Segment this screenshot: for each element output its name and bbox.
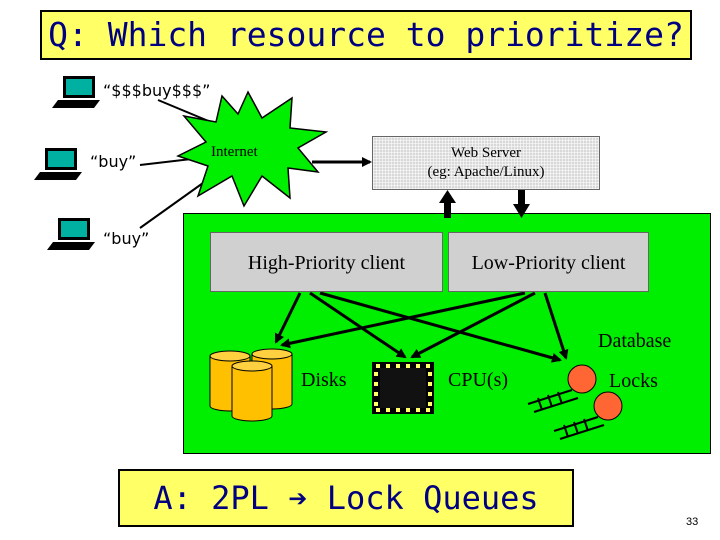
lock-icon-1: [527, 364, 597, 413]
disk-icon-3: [231, 360, 273, 422]
low-priority-client-box: Low-Priority client: [448, 232, 649, 292]
answer-box: A: 2PL ➔ Lock Queues: [118, 469, 574, 527]
hp-to-locks-arrow: [319, 291, 562, 363]
web-server-title: Web Server: [450, 145, 521, 161]
hp-to-disks-arrow: [274, 292, 302, 344]
slide-title: Q: Which resource to prioritize?: [40, 10, 692, 60]
database-label: Database: [598, 330, 672, 352]
client-line-3: [139, 177, 211, 229]
answer-prefix: A: 2PL: [153, 479, 269, 517]
computer-icon-3: [47, 218, 95, 250]
lp-to-disks-arrow: [280, 291, 526, 349]
up-arrow: [439, 190, 456, 218]
internet-cloud: [176, 90, 329, 208]
client-label-3: “buy”: [103, 229, 150, 248]
right-arrow-icon: ➔: [288, 479, 308, 517]
web-server-box: Web Server (eg: Apache/Linux): [372, 136, 600, 190]
hp-to-cpu-arrow: [309, 291, 407, 359]
locks-label: Locks: [609, 370, 658, 392]
answer-suffix: Lock Queues: [326, 479, 539, 517]
page-number: 33: [686, 516, 699, 528]
lock-icon-2: [553, 391, 623, 440]
high-priority-client-box: High-Priority client: [210, 232, 443, 292]
client-label-1: “$$$buy$$$”: [103, 81, 211, 100]
computer-icon-1: [52, 76, 100, 108]
disks-label: Disks: [301, 369, 347, 391]
client-label-2: “buy”: [90, 152, 137, 171]
cpu-chip-icon: [372, 362, 434, 414]
down-arrow: [513, 190, 530, 218]
web-server-subtitle: (eg: Apache/Linux): [427, 164, 545, 180]
internet-label: Internet: [211, 144, 258, 160]
cpu-label: CPU(s): [448, 369, 509, 391]
computer-icon-2: [34, 148, 82, 180]
lp-to-locks-arrow: [543, 292, 569, 360]
lp-to-cpu-arrow: [410, 291, 536, 359]
